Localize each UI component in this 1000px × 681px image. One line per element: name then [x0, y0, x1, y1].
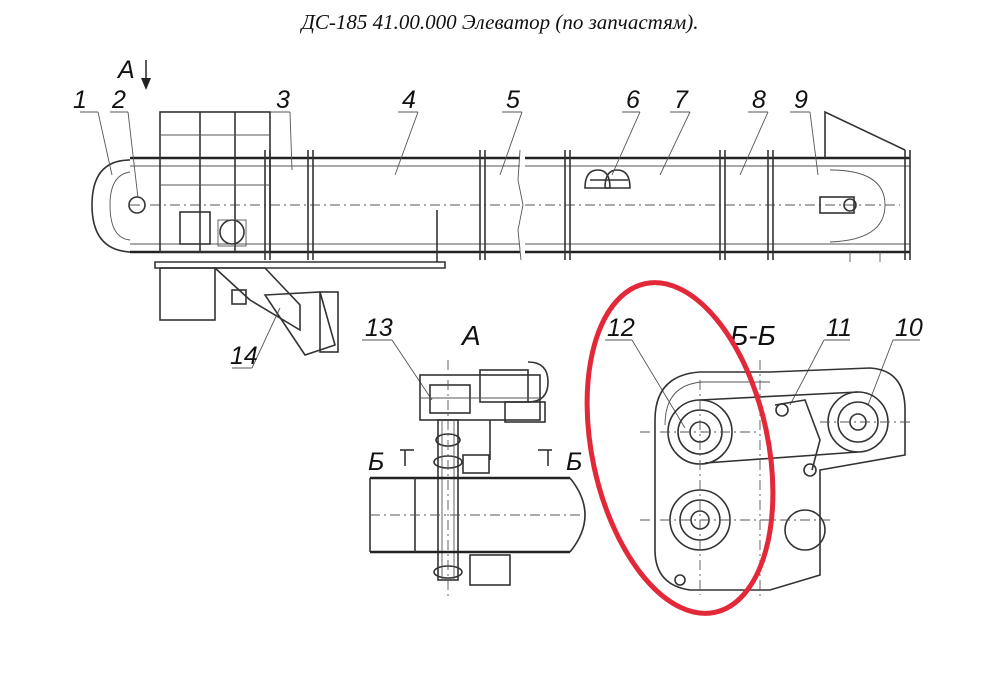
view-a-arrow: А [116, 56, 151, 90]
view-a-label: А [460, 320, 481, 351]
callout-9: 9 [794, 86, 808, 114]
elevator-main-view [91, 110, 911, 356]
callout-8: 8 [752, 86, 766, 114]
callout-14: 14 [230, 342, 258, 370]
callout-1: 1 [73, 86, 87, 114]
section-mark-left: Б [368, 448, 384, 476]
callout-6: 6 [626, 86, 640, 114]
view-a: А 13 Б Б [362, 314, 590, 600]
section-b-b: Б-Б 12 11 10 [605, 314, 923, 600]
drawing-title: ДС-185 41.00.000 Элеватор (по запчастям)… [301, 10, 699, 34]
callout-3: 3 [276, 86, 290, 114]
callout-7: 7 [674, 86, 689, 114]
callout-5: 5 [506, 86, 520, 114]
callout-4: 4 [402, 86, 416, 114]
callout-11: 11 [826, 314, 852, 342]
callout-13: 13 [365, 314, 393, 342]
section-mark-right: Б [566, 448, 582, 476]
highlight-ellipse [584, 280, 776, 616]
callouts-main: 1 2 3 4 5 6 7 8 9 14 [73, 86, 819, 370]
callout-2: 2 [111, 86, 126, 114]
callout-12: 12 [607, 314, 635, 342]
callout-10: 10 [895, 314, 923, 342]
view-a-arrow-label: А [116, 56, 135, 84]
